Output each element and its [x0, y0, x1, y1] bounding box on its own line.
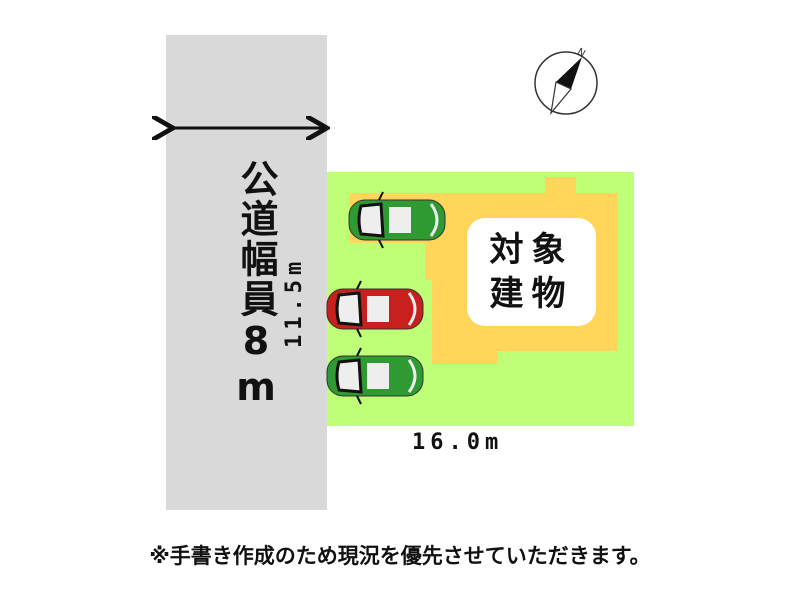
compass: N [534, 47, 598, 116]
lot-width-label: 16.0m [412, 430, 504, 455]
south-arrow [550, 81, 572, 116]
compass-circle [534, 51, 598, 115]
car-icon [348, 191, 446, 249]
north-arrow-icon [556, 57, 582, 89]
north-label: N [575, 47, 587, 60]
building-label: 対象建物 [489, 230, 574, 314]
road-width-label: 公道幅員8m [234, 159, 278, 411]
public-road [166, 35, 327, 510]
disclaimer-note: ※手書き作成のため現況を優先させていただきます。 [149, 544, 651, 568]
car-icon [326, 347, 424, 405]
car-icon [326, 280, 424, 338]
lot-depth-label: 11.5m [282, 256, 307, 348]
target-building: 対象建物 [467, 218, 596, 326]
